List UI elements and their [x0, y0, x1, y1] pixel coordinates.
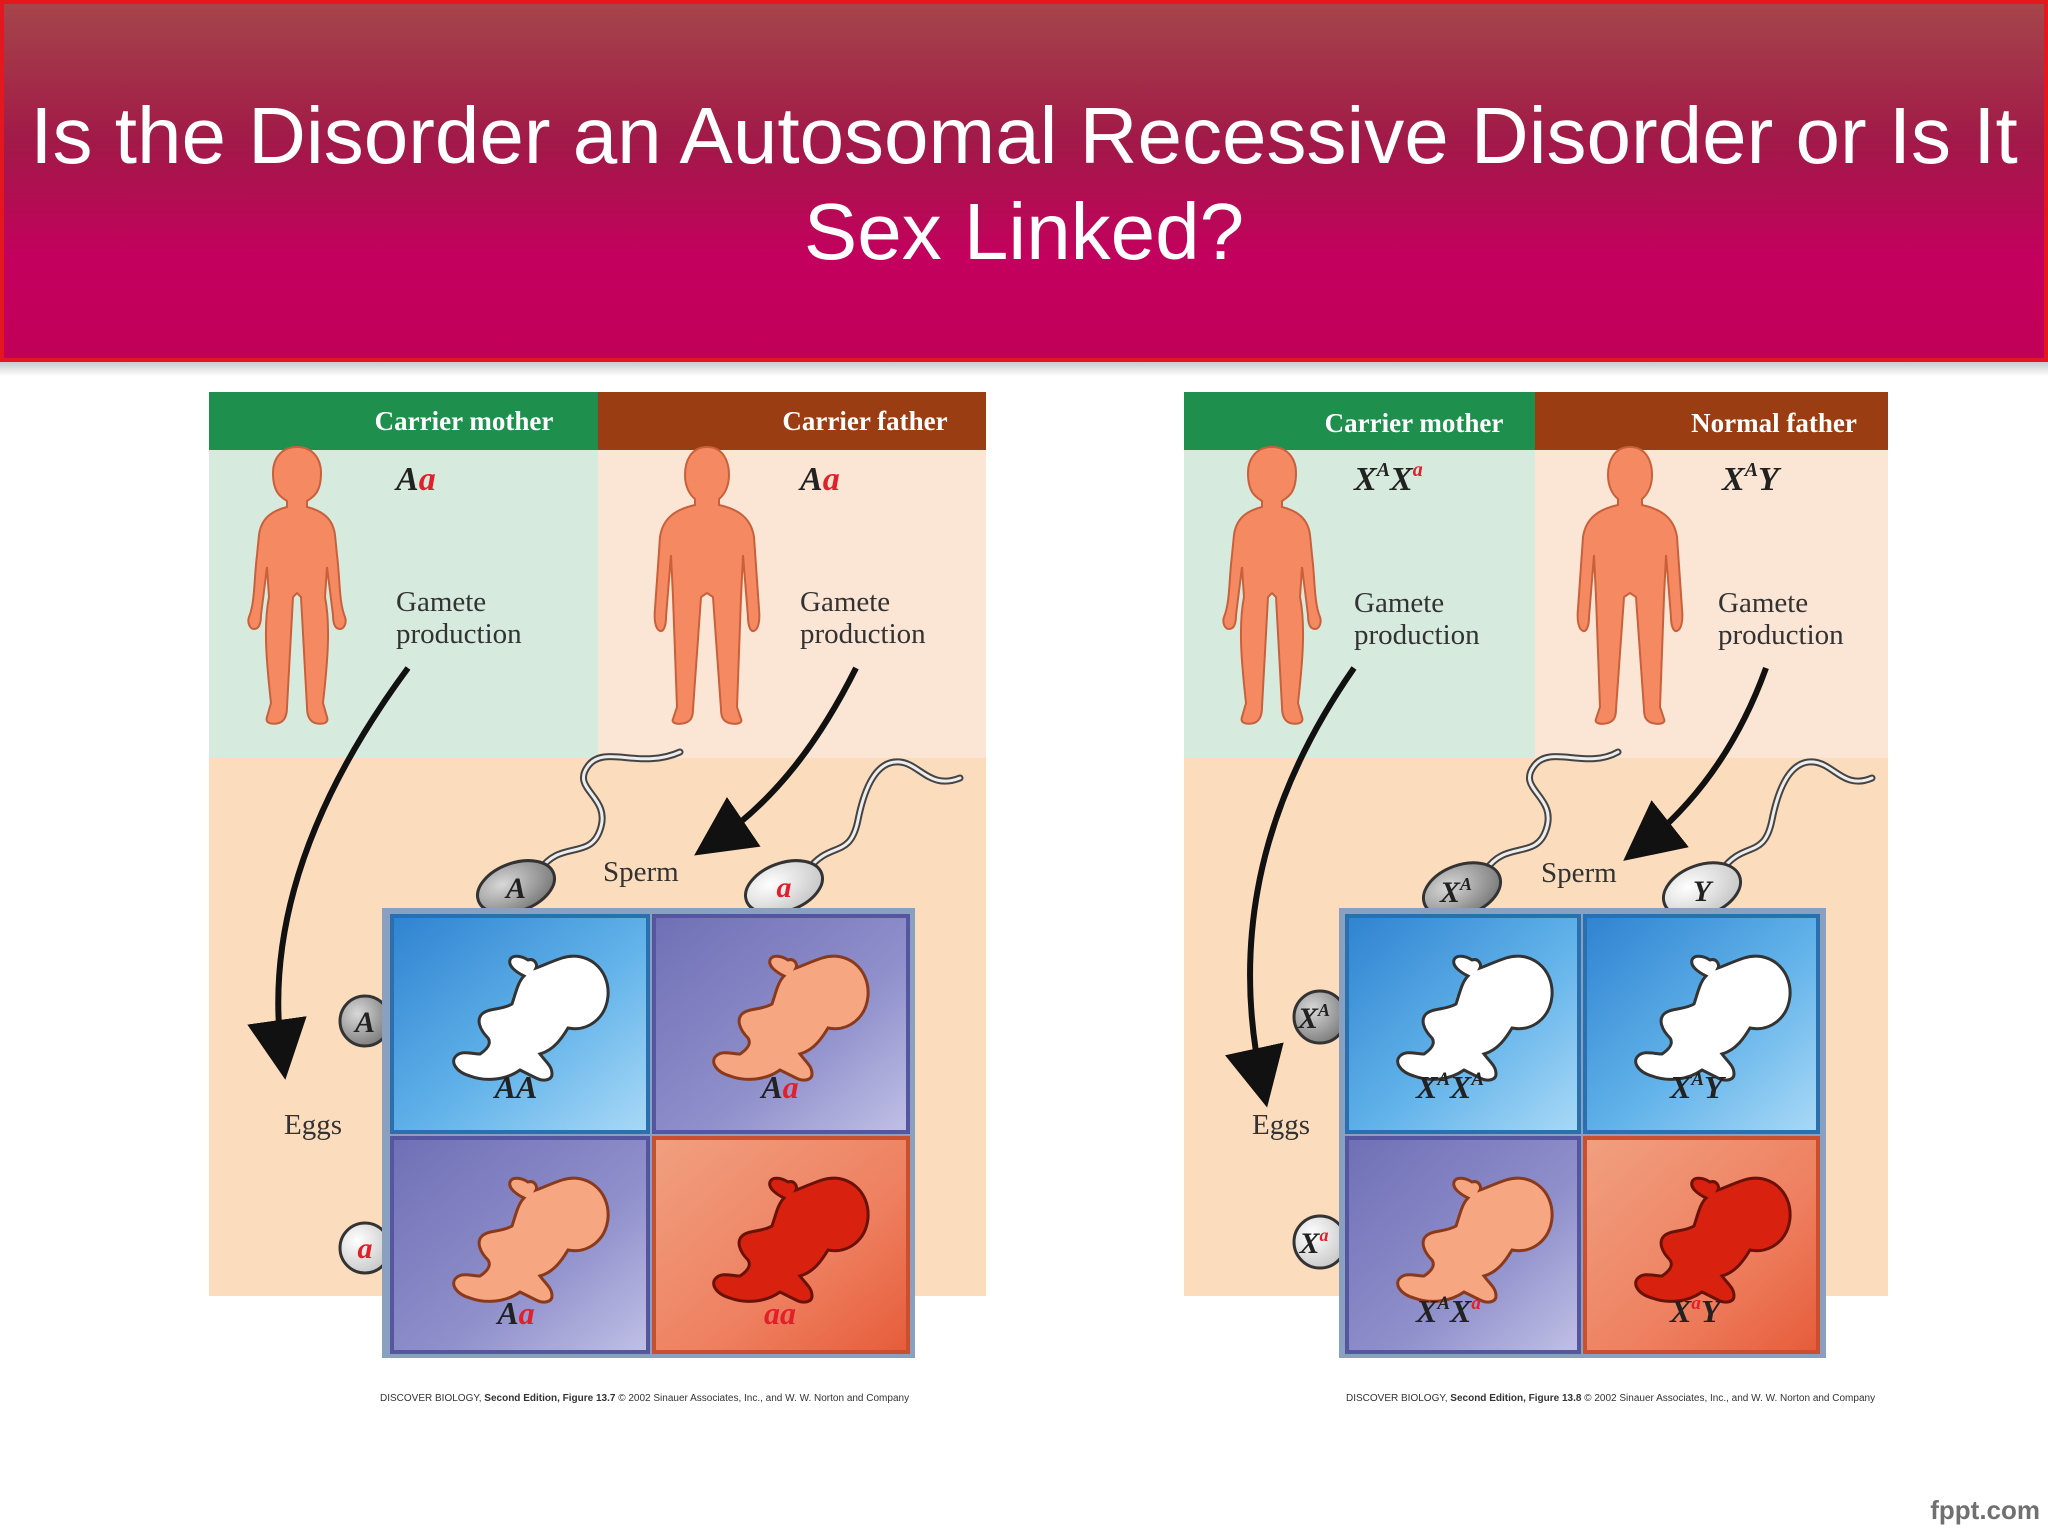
sperm-2-allele: a: [777, 871, 792, 904]
mother-genotype: Aa: [394, 461, 436, 498]
father-box-2: [1535, 450, 1888, 758]
genotype-aa: aa: [764, 1295, 796, 1331]
genotype-XAXa: XAXa: [1415, 1293, 1481, 1329]
sperm-1-allele: A: [504, 872, 526, 905]
mother-gamete-note-2b: production: [1354, 619, 1480, 651]
egg-2-allele: a: [358, 1232, 373, 1265]
egg-arrow: [247, 666, 411, 1080]
mother-header-bg-2: [1184, 392, 1535, 450]
sperm-arrow-2: [1623, 666, 1769, 861]
father-header-bg: [598, 392, 986, 450]
genotype-AA: AA: [493, 1069, 538, 1105]
genotype-Aa-1: Aa: [759, 1069, 798, 1105]
egg-arrow-2: [1225, 666, 1357, 1108]
sperm-arrow: [694, 666, 859, 856]
father-genotype-2: XAY: [1721, 459, 1782, 498]
father-header-2: Normal father: [1691, 408, 1857, 438]
father-genotype: Aa: [798, 461, 840, 498]
father-gamete-note-1b: Gamete: [1718, 587, 1808, 619]
sperm-label-2: Sperm: [1541, 857, 1617, 889]
mother-genotype-2: XAXa: [1353, 459, 1423, 498]
mother-gamete-note-1b: Gamete: [1354, 587, 1444, 619]
genotype-XAY: XAY: [1669, 1069, 1726, 1105]
father-gamete-note-2: production: [800, 618, 926, 650]
egg-3-allele: XA: [1297, 1000, 1330, 1035]
genotype-XAXA: XAXA: [1415, 1069, 1484, 1105]
egg-4-allele: Xa: [1298, 1225, 1328, 1260]
panel-autosomal: Carrier mother Carrier father Aa Aa Game…: [209, 392, 986, 1358]
father-header-bg-2: [1535, 392, 1888, 450]
egg-1-allele: A: [353, 1006, 375, 1039]
sperm-4-allele: Y: [1693, 875, 1714, 908]
father-header: Carrier father: [782, 406, 947, 436]
panel-sex-linked: Carrier mother Normal father XAXa XAY Ga…: [1184, 392, 1888, 1358]
mother-gamete-note-2: production: [396, 618, 522, 650]
figure-credit-1: DISCOVER BIOLOGY, Second Edition, Figure…: [380, 1393, 910, 1404]
mother-gamete-note-1: Gamete: [396, 586, 486, 618]
title-shadow: [0, 362, 2048, 376]
genotype-Aa-2: Aa: [495, 1295, 534, 1331]
eggs-label: Eggs: [284, 1109, 342, 1141]
father-gamete-note-2b: production: [1718, 619, 1844, 651]
mother-header-2: Carrier mother: [1325, 408, 1504, 438]
title-bar: Is the Disorder an Autosomal Recessive D…: [0, 0, 2048, 362]
eggs-label-2: Eggs: [1252, 1109, 1310, 1141]
father-gamete-note-1: Gamete: [800, 586, 890, 618]
sperm-3-allele: XA: [1439, 874, 1472, 909]
genotype-XaY: XaY: [1669, 1293, 1723, 1329]
mother-header-bg: [209, 392, 598, 450]
figure-credit-2: DISCOVER BIOLOGY, Second Edition, Figure…: [1346, 1393, 1876, 1404]
slide-title: Is the Disorder an Autosomal Recessive D…: [30, 91, 2018, 276]
brand-watermark: fppt.com: [1930, 1495, 2040, 1525]
mother-header: Carrier mother: [375, 406, 554, 436]
sperm-label: Sperm: [603, 856, 679, 888]
